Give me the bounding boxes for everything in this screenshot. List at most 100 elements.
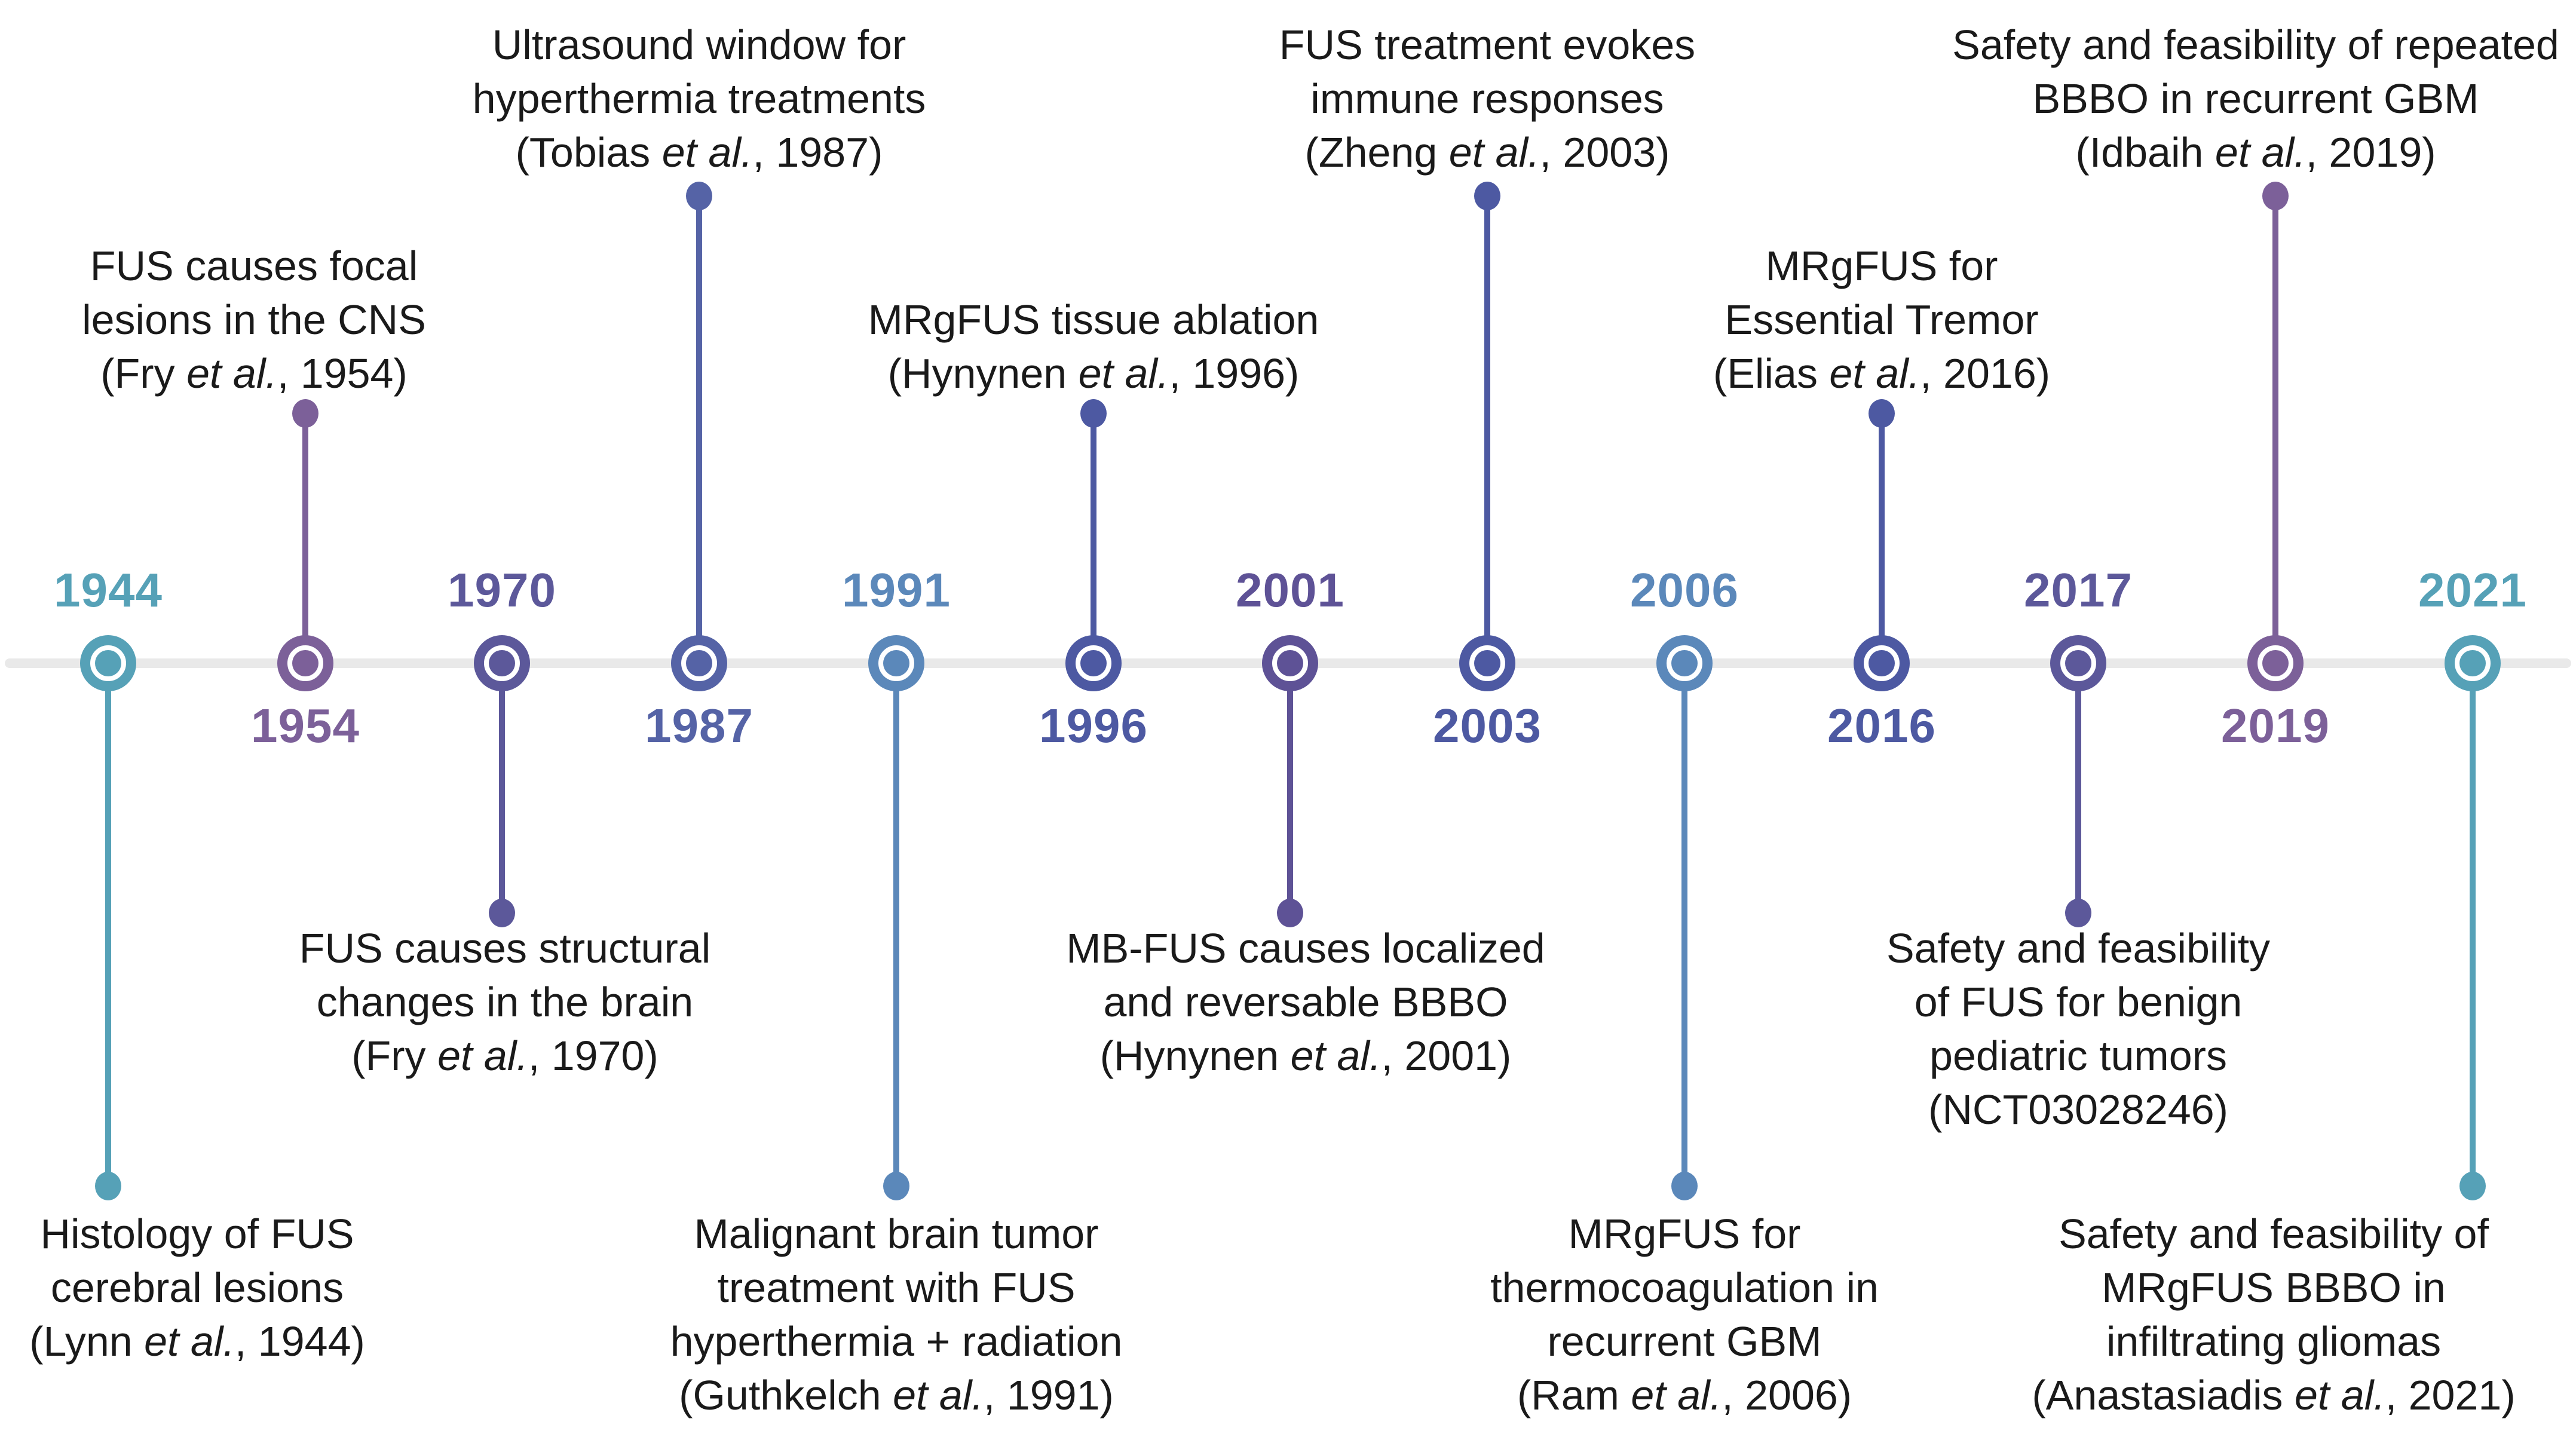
event-stem — [2075, 663, 2081, 913]
event-stem — [1091, 413, 1096, 663]
event-description-line: immune responses — [1310, 75, 1664, 122]
event-description-line: lesions in the CNS — [82, 296, 426, 343]
event-endpoint-dot — [1869, 399, 1895, 428]
year-label: 1987 — [645, 699, 753, 752]
year-label: 1970 — [448, 563, 556, 617]
event-stem — [499, 663, 505, 913]
year-label: 2016 — [1827, 699, 1936, 752]
event-description-line: thermocoagulation in — [1490, 1264, 1879, 1311]
event-endpoint-dot — [1474, 182, 1500, 210]
event-stem — [1879, 413, 1885, 663]
year-label: 1954 — [251, 699, 360, 752]
event-description-line: Essential Tremor — [1725, 296, 2039, 343]
year-label: 1991 — [842, 563, 951, 617]
event-description-line: pediatric tumors — [1929, 1032, 2227, 1079]
year-label: 2006 — [1630, 563, 1739, 617]
event-description-line: infiltrating gliomas — [2106, 1318, 2442, 1365]
year-label: 2017 — [2024, 563, 2133, 617]
event-endpoint-dot — [1080, 399, 1107, 428]
event-stem — [696, 196, 702, 663]
event-description-line: treatment with FUS — [717, 1264, 1076, 1311]
event-description-line: Histology of FUS — [40, 1211, 354, 1257]
event-stem — [2470, 663, 2476, 1186]
event-description-line: MRgFUS tissue ablation — [868, 296, 1319, 343]
event-endpoint-dot — [95, 1172, 121, 1200]
event-endpoint-dot — [489, 899, 515, 927]
event-description-line: Safety and feasibility — [1886, 925, 2271, 972]
event-description-line: Malignant brain tumor — [694, 1211, 1099, 1257]
event-description-line: Safety and feasibility of — [2059, 1211, 2489, 1257]
event-description-line: FUS causes focal — [90, 243, 418, 289]
event-endpoint-dot — [686, 182, 712, 210]
et-al-italic: et al. — [144, 1318, 235, 1365]
event-description: FUS treatment evokes immune responses (Zhe… — [1183, 18, 1792, 179]
year-label: 1944 — [54, 563, 163, 617]
event-description: Malignant brain tumor treatment with FUS h… — [544, 1207, 1249, 1422]
et-al-italic: et al. — [1631, 1372, 1722, 1418]
event-description-line: (Fry et al., 1954) — [100, 350, 408, 397]
et-al-italic: et al. — [1829, 350, 1920, 397]
event-description-line: hyperthermia + radiation — [670, 1318, 1123, 1365]
event-endpoint-dot — [2459, 1172, 2486, 1200]
et-al-italic: et al. — [661, 129, 753, 176]
et-al-italic: et al. — [893, 1372, 984, 1418]
year-label: 2001 — [1236, 563, 1344, 617]
event-description-line: Ultrasound window for — [492, 22, 906, 68]
event-stem — [893, 663, 899, 1186]
event-description-line: (Tobias et al., 1987) — [515, 129, 883, 176]
timeline-axis — [5, 658, 2571, 668]
event-description: FUS causes focal lesions in the CNS (Fry e… — [21, 239, 487, 400]
event-endpoint-dot — [2065, 899, 2091, 927]
event-description-line: MRgFUS for — [1765, 243, 1998, 289]
year-label: 2003 — [1433, 699, 1542, 752]
event-description-line: FUS treatment evokes — [1279, 22, 1696, 68]
event-stem — [1287, 663, 1293, 913]
event-description: Safety and feasibility of FUS for benign p… — [1785, 921, 2371, 1136]
year-label: 1996 — [1039, 699, 1148, 752]
event-description-line: MB-FUS causes localized — [1066, 925, 1545, 972]
event-description-line: (Fry et al., 1970) — [351, 1032, 658, 1079]
event-description-line: (Elias et al., 2016) — [1713, 350, 2051, 397]
et-al-italic: et al. — [186, 350, 277, 397]
event-description-line: (Ram et al., 2006) — [1517, 1372, 1852, 1418]
event-endpoint-dot — [1671, 1172, 1698, 1200]
event-description-line: changes in the brain — [316, 979, 694, 1025]
event-stem — [1484, 196, 1490, 663]
event-description: FUS causes structural changes in the brai… — [212, 921, 798, 1083]
event-description-line: cerebral lesions — [50, 1264, 344, 1311]
et-al-italic: et al. — [1290, 1032, 1382, 1079]
event-description-line: (Guthkelch et al., 1991) — [679, 1372, 1114, 1418]
event-description: MRgFUS tissue ablation(Hynynen et al., 1… — [759, 293, 1428, 400]
event-description-line: (NCT03028246) — [1928, 1086, 2228, 1133]
event-description-line: (Zheng et al., 2003) — [1304, 129, 1670, 176]
et-al-italic: et al. — [1448, 129, 1540, 176]
et-al-italic: et al. — [2214, 129, 2306, 176]
event-description-line: of FUS for benign — [1914, 979, 2243, 1025]
event-description-line: Safety and feasibility of repeated — [1952, 22, 2559, 68]
event-stem — [105, 663, 111, 1186]
event-description-line: (Hynynen et al., 2001) — [1099, 1032, 1512, 1079]
event-description-line: hyperthermia treatments — [472, 75, 926, 122]
et-al-italic: et al. — [1078, 350, 1169, 397]
et-al-italic: et al. — [437, 1032, 528, 1079]
event-endpoint-dot — [1277, 899, 1303, 927]
event-endpoint-dot — [2262, 182, 2289, 210]
event-description-line: FUS causes structural — [299, 925, 711, 972]
